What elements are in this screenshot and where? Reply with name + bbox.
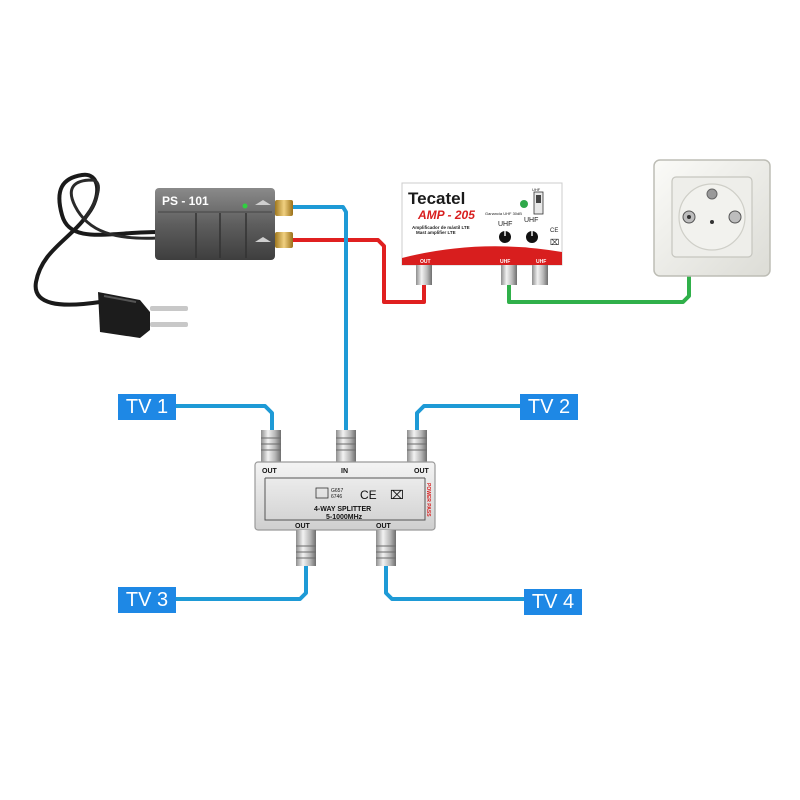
amp-model: AMP - 205 xyxy=(417,208,475,222)
splitter-out-label-top-right: OUT xyxy=(414,468,430,475)
four-way-splitter: OUT IN OUT G657 6746 CE ⌧ 4-WAY SPLITTER… xyxy=(254,430,436,566)
power-plug xyxy=(98,292,188,338)
ps-connector-bottom xyxy=(275,232,293,248)
splitter-out-connector-bottom-right xyxy=(376,530,396,566)
amp-gain-knob-left xyxy=(499,231,511,243)
splitter-weee-icon: ⌧ xyxy=(390,488,404,502)
ps-connector-top xyxy=(275,200,293,216)
led-indicator xyxy=(242,203,248,209)
amplifier-amp205: Tecatel AMP - 205 Amplificador de mástil… xyxy=(401,182,563,285)
amp-out-connector xyxy=(416,265,432,285)
red-cable xyxy=(293,238,426,304)
amp-desc-line2: Mast amplifier LTE xyxy=(416,230,456,235)
amp-switch-label: UHF xyxy=(532,187,541,192)
amp-weee-icon: ⌧ xyxy=(550,238,559,247)
amp-led xyxy=(520,200,528,208)
amp-uhf-label-right: UHF xyxy=(524,217,538,224)
blue-cable-tv1 xyxy=(176,404,274,432)
amp-port-uhf-2-label: UHF xyxy=(536,259,546,265)
tv1-label: TV 1 xyxy=(118,394,176,420)
tv2-label: TV 2 xyxy=(520,394,578,420)
amp-out-label: OUT xyxy=(420,259,431,265)
splitter-out-label-top-left: OUT xyxy=(262,468,278,475)
amp-uhf-label-left: UHF xyxy=(498,221,512,228)
blue-cable-tv2 xyxy=(415,404,520,432)
blue-cable-tv3 xyxy=(176,565,308,601)
splitter-cert-icon xyxy=(315,487,329,499)
tv4-label: TV 4 xyxy=(524,589,582,615)
splitter-out-connector-top-right xyxy=(407,430,427,464)
splitter-out-connector-bottom-left xyxy=(296,530,316,566)
splitter-out-connector-top-left xyxy=(261,430,281,464)
splitter-cert-text-2: 6746 xyxy=(331,494,342,500)
power-cord xyxy=(33,172,159,307)
amp-port-uhf-1-label: UHF xyxy=(500,259,510,265)
amp-uhf-connector-1 xyxy=(501,265,517,285)
splitter-out-label-bottom-left: OUT xyxy=(295,523,311,530)
splitter-ce-mark: CE xyxy=(360,488,377,502)
amp-brand: Tecatel xyxy=(408,189,465,208)
blue-cable-feed xyxy=(293,205,348,430)
amp-gain-knob-right xyxy=(526,231,538,243)
splitter-power-pass: POWER PASS xyxy=(425,483,431,517)
blue-cable-tv4 xyxy=(384,565,524,601)
ps-model-label: PS - 101 xyxy=(162,194,209,208)
cables xyxy=(176,205,691,601)
wall-antenna-socket xyxy=(653,159,771,277)
splitter-in-connector xyxy=(336,430,356,464)
splitter-in-label: IN xyxy=(341,468,348,475)
amp-red-band xyxy=(402,246,562,265)
power-supply-ps101: PS - 101 xyxy=(155,188,293,260)
splitter-out-label-bottom-right: OUT xyxy=(376,523,392,530)
splitter-cert-text-1: G657 xyxy=(331,488,343,494)
amp-ce-mark: CE xyxy=(550,228,558,234)
splitter-name: 4-WAY SPLITTER xyxy=(314,506,371,513)
amp-uhf-connector-2 xyxy=(532,265,548,285)
splitter-frequency: 5-1000MHz xyxy=(326,514,363,521)
tv3-label: TV 3 xyxy=(118,587,176,613)
amp-gain-text: Ganancia UHF 30dB xyxy=(485,211,522,216)
amp-desc-line1: Amplificador de mástil LTE xyxy=(412,225,470,230)
